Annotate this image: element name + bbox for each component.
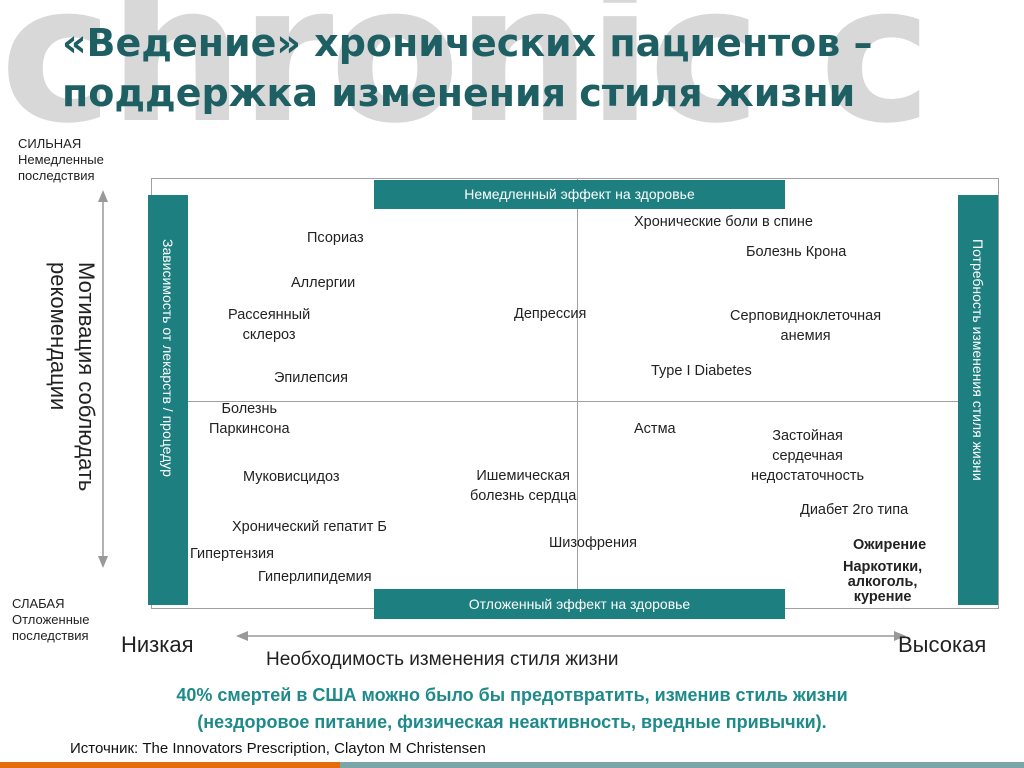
x-axis-arrow-head-left (236, 631, 248, 641)
label-sickle-cell-anemia: Серповидноклеточная анемия (730, 306, 881, 346)
label-ischemic-heart-disease: Ишемическая болезнь сердца (470, 466, 576, 506)
band-drug-dependence: Зависимость от лекарств / процедур (148, 195, 188, 605)
label-depression: Депрессия (514, 306, 587, 322)
drugs-line-2: алкоголь, (847, 574, 918, 590)
label-type-1-diabetes: Type I Diabetes (651, 363, 752, 379)
ihd-line-1: Ишемическая (476, 468, 570, 484)
label-crohn-disease: Болезнь Крона (746, 244, 847, 260)
label-psoriasis: Псориаз (307, 230, 364, 246)
mortality-note: 40% смертей в США можно было бы предотвр… (40, 682, 984, 736)
sickle-line-1: Серповидноклеточная (730, 308, 882, 324)
parkinson-line-2: Паркинсона (209, 421, 290, 437)
sickle-line-2: анемия (780, 328, 831, 344)
x-axis-low-label: Низкая (121, 632, 194, 657)
source-citation: Источник: The Innovators Prescription, C… (70, 740, 486, 757)
y-axis-arrow-head-top (98, 190, 108, 202)
y-top-line-1: СИЛЬНАЯ (18, 136, 82, 151)
note-line-1: 40% смертей в США можно было бы предотвр… (176, 685, 848, 705)
label-congestive-heart-failure: Застойная сердечная недостаточность (751, 426, 864, 486)
label-hypertension: Гипертензия (190, 546, 274, 562)
label-obesity: Ожирение (853, 537, 927, 553)
y-axis-title: Мотивация соблюдать рекомендации (44, 262, 100, 522)
quadrant-divider-vertical (577, 179, 578, 608)
band-lifestyle-change: Потребность изменения стиля жизни (958, 195, 998, 605)
y-top-line-3: последствия (18, 168, 95, 183)
drugs-line-3: курение (853, 589, 912, 605)
page-title: «Ведение» хронических пациентов – поддер… (62, 21, 873, 115)
label-schizophrenia: Шизофрения (549, 535, 637, 551)
label-cystic-fibrosis: Муковисцидоз (243, 469, 340, 485)
note-line-2: (нездоровое питание, физическая неактивн… (197, 712, 827, 732)
footer-bar-gray (340, 762, 1024, 768)
chf-line-3: недостаточность (751, 468, 865, 484)
label-chronic-back-pain: Хронические боли в спине (634, 214, 813, 230)
band-delayed-effect: Отложенный эффект на здоровье (374, 589, 785, 619)
ms-line-1: Рассеянный (228, 307, 311, 323)
y-bottom-line-2: Отложенные (12, 612, 90, 627)
x-axis-high-label: Высокая (898, 632, 987, 657)
ms-line-2: склероз (242, 327, 296, 343)
drugs-line-1: Наркотики, (843, 559, 923, 575)
y-bottom-line-1: СЛАБАЯ (12, 596, 65, 611)
band-immediate-effect: Немедленный эффект на здоровье (374, 180, 785, 209)
parkinson-line-1: Болезнь (221, 401, 278, 417)
y-axis-bottom-label: СЛАБАЯ Отложенные последствия (12, 596, 89, 644)
y-axis-arrow-head-bottom (98, 556, 108, 568)
chf-line-2: сердечная (772, 448, 843, 464)
label-hyperlipidemia: Гиперлипидемия (258, 569, 372, 585)
label-addictions: Наркотики, алкоголь, курение (843, 560, 922, 605)
label-multiple-sclerosis: Рассеянный склероз (228, 305, 310, 345)
label-asthma: Астма (634, 421, 676, 437)
x-axis-title: Необходимость изменения стиля жизни (266, 649, 619, 670)
quadrant-divider-horizontal (152, 401, 998, 402)
label-allergies: Аллергии (291, 275, 356, 291)
y-top-line-2: Немедленные (18, 152, 104, 167)
y-bottom-line-3: последствия (12, 628, 89, 643)
chf-line-1: Застойная (772, 428, 843, 444)
label-hepatitis-b: Хронический гепатит Б (232, 519, 387, 535)
y-axis-title-line-1: Мотивация соблюдать (74, 262, 99, 492)
x-axis-arrow-head-right (894, 631, 906, 641)
footer-bar-orange (0, 762, 340, 768)
label-type-2-diabetes: Диабет 2го типа (800, 502, 909, 518)
label-parkinson: Болезнь Паркинсона (209, 399, 290, 439)
y-axis-title-line-2: рекомендации (46, 262, 71, 411)
label-epilepsy: Эпилепсия (274, 370, 348, 386)
watermark-text: chronic c (0, 0, 932, 165)
ihd-line-2: болезнь сердца (470, 488, 577, 504)
y-axis-top-label: СИЛЬНАЯ Немедленные последствия (18, 136, 104, 184)
